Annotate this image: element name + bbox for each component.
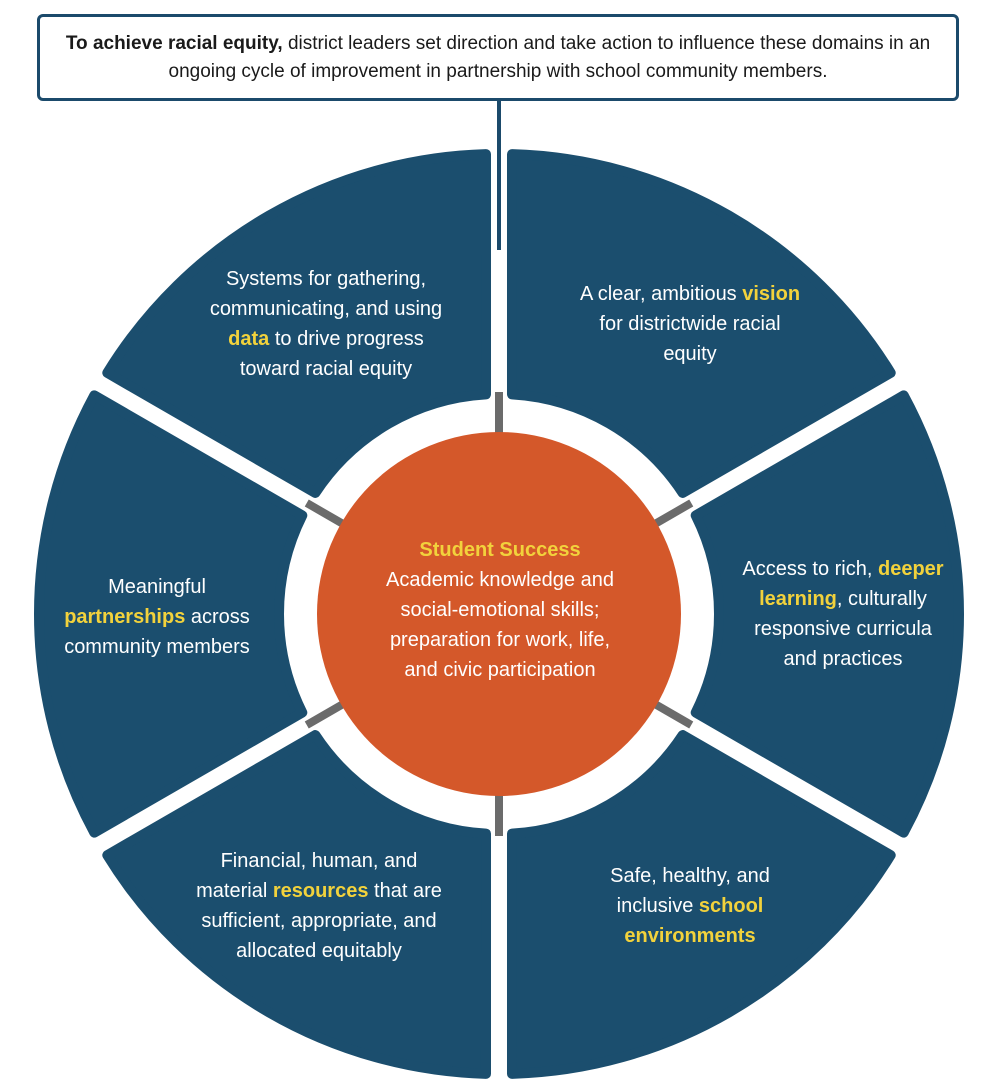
connector-nub — [304, 499, 346, 528]
center-circle — [317, 432, 681, 796]
segment-vision — [506, 149, 896, 498]
domain-resources-text-pre: Financial, human, and material — [196, 850, 418, 902]
segment-learning — [690, 390, 964, 838]
header-callout: To achieve racial equity, district leade… — [37, 14, 959, 101]
center-body-line1: Academic knowledge and — [386, 569, 614, 591]
segments-group — [34, 149, 964, 1079]
domain-learning-highlight: deeper learning — [759, 558, 944, 610]
domain-vision-text-pre: A clear, ambitious — [579, 283, 743, 305]
domain-learning-text-post: , culturally responsive curricula and pr… — [754, 588, 932, 670]
connector-nub — [652, 499, 694, 528]
segment-data — [102, 149, 492, 498]
domain-data-highlight: data — [228, 328, 270, 350]
header-text: To achieve racial equity, district leade… — [60, 30, 936, 86]
connector-nubs-group — [304, 392, 694, 836]
domain-data-label: Systems for gathering, communicating, an… — [196, 262, 456, 386]
domain-partnerships-text-post: across community members — [64, 606, 250, 658]
domain-environments-label: Safe, healthy, and inclusive school envi… — [590, 860, 790, 952]
center-body-line3: preparation for work, life, — [389, 629, 611, 651]
domain-environments-highlight: school environments — [624, 895, 764, 947]
domain-data-text-pre: Systems for gathering, communicating, an… — [209, 268, 443, 320]
domain-data-text-post: to drive progress toward racial equity — [239, 328, 424, 380]
domain-environments-text-pre: Safe, healthy, and inclusive — [610, 865, 770, 917]
segment-partnerships — [34, 390, 308, 838]
domain-learning-label: Access to rich, deeper learning, cultura… — [738, 538, 948, 690]
header-bold-lead: To achieve racial equity, — [65, 32, 283, 54]
center-title: Student Success — [419, 539, 581, 561]
domain-learning-text-pre: Access to rich, — [742, 558, 878, 580]
domain-partnerships-highlight: partnerships — [64, 606, 186, 628]
center-body-line4: and civic participation — [404, 659, 596, 681]
connector-nub — [304, 700, 346, 729]
domain-vision-label: A clear, ambitious vision for districtwi… — [570, 278, 810, 370]
center-label: Student Success Academic knowledge and s… — [360, 530, 640, 690]
connector-nub — [652, 700, 694, 729]
segment-resources — [102, 730, 492, 1079]
domain-resources-highlight: resources — [272, 880, 369, 902]
header-rest: district leaders set direction and take … — [168, 32, 931, 82]
domain-resources-label: Financial, human, and material resources… — [184, 844, 454, 968]
segment-environments — [506, 730, 896, 1079]
center-body-line2: social-emotional skills; — [400, 599, 600, 621]
domain-partnerships-label: Meaningful partnerships across community… — [62, 556, 252, 678]
domain-partnerships-text-pre: Meaningful — [108, 576, 206, 598]
domain-resources-text-post: that are sufficient, appropriate, and al… — [201, 880, 442, 962]
domain-vision-highlight: vision — [742, 283, 801, 305]
domain-vision-text-post: for districtwide racial equity — [599, 313, 781, 365]
